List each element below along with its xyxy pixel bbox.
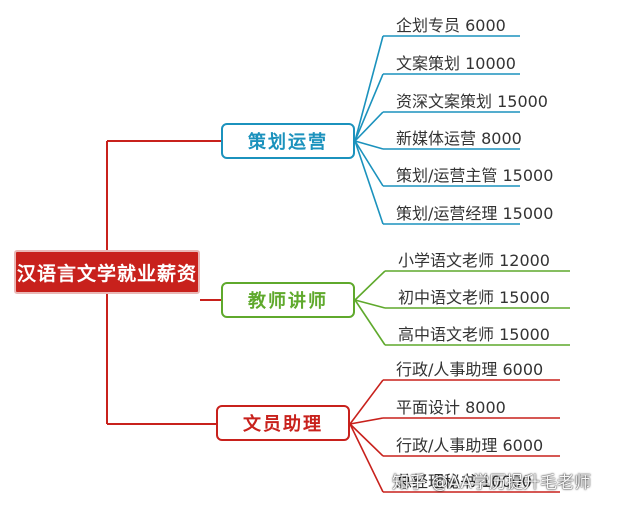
leaf-item: 资深文案策划 15000 [396, 92, 548, 111]
branch-connector [354, 140, 384, 225]
leaf-item: 策划/运营主管 15000 [396, 166, 554, 185]
branch-node-teaching: 教师讲师 [221, 282, 355, 318]
root-node: 汉语言文学就业薪资 [14, 250, 200, 294]
branch-connector [354, 140, 384, 187]
branch-label: 文员助理 [243, 414, 323, 435]
leaf-item: 策划/运营经理 15000 [396, 204, 554, 223]
branch-label: 教师讲师 [248, 291, 328, 312]
leaf-item: 行政/人事助理 6000 [396, 360, 544, 379]
branch-connector [354, 111, 384, 142]
branch-connector [354, 35, 384, 142]
leaf-item: 初中语文老师 15000 [398, 288, 550, 307]
leaf-item: 文案策划 10000 [396, 54, 516, 73]
leaf-item: 平面设计 8000 [396, 398, 506, 417]
branch-label: 策划运营 [248, 132, 328, 153]
leaf-item: 企划专员 6000 [396, 16, 506, 35]
leaf-item: 高中语文老师 15000 [398, 325, 550, 344]
watermark: 知乎 @AA学历提升毛老师 [392, 473, 592, 493]
branch-connector [354, 140, 384, 150]
branch-connector [354, 299, 386, 309]
leaf-item: 总经理秘书 10000 [396, 472, 532, 491]
leaf-item: 小学语文老师 12000 [398, 251, 550, 270]
leaf-item: 新媒体运营 8000 [396, 129, 522, 148]
branch-connector [349, 417, 384, 425]
branch-node-clerical: 文员助理 [216, 405, 350, 441]
branch-node-planning: 策划运营 [221, 123, 355, 159]
leaf-item: 行政/人事助理 6000 [396, 436, 544, 455]
root-label: 汉语言文学就业薪资 [16, 262, 197, 285]
branch-connector [354, 299, 386, 346]
branch-connector [349, 379, 384, 425]
branch-connector [349, 423, 384, 457]
branch-connector [354, 270, 386, 301]
branch-connector [349, 423, 384, 493]
branch-connector [354, 73, 384, 142]
